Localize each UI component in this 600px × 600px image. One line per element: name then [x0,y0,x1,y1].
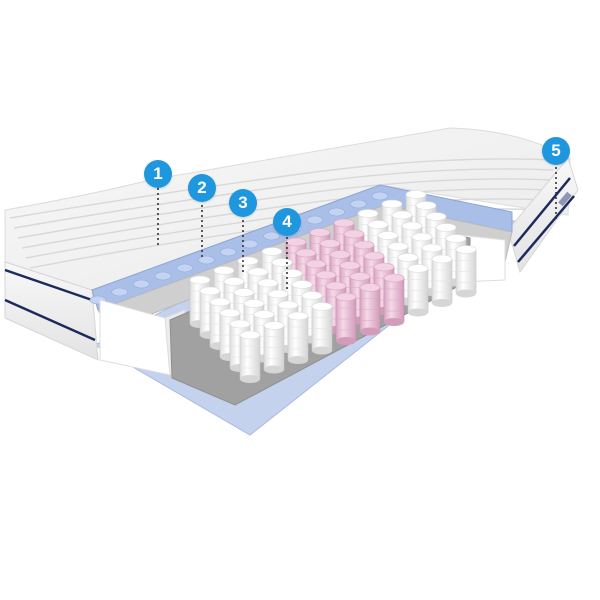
quilting-line [21,188,550,249]
foam-wave-bump [263,231,280,241]
right-border-stripe-lower [517,195,575,263]
cover-label-tag [558,191,572,207]
white-pocket-spring [239,330,261,383]
right-side-border [507,156,579,274]
layer-marker-5[interactable]: 5 [542,137,570,165]
layer-marker-4[interactable]: 4 [273,208,301,236]
quilting-line [9,158,556,219]
pink-pocket-spring [335,292,357,345]
white-pocket-spring [407,264,429,317]
quilting-line [17,178,552,239]
quilting-line [13,168,554,229]
layer-marker-2[interactable]: 2 [188,174,216,202]
foam-wave-bump [306,215,324,225]
foam-wave-bump [176,263,194,273]
left-border-stripe [4,268,93,302]
white-pocket-spring [287,311,309,364]
foam-wave-bump [154,271,172,281]
foam-wave-bump [198,255,215,265]
white-pocket-spring [431,254,453,307]
layer-marker-1[interactable]: 1 [144,160,172,188]
white-pocket-spring [263,321,285,374]
foam-wave-bump [241,239,259,249]
foam-wave-bump [328,207,345,217]
right-border-stripe [513,177,571,247]
foam-wave-bump [111,287,128,297]
foam-wave-bump [350,199,367,209]
pink-pocket-spring [383,273,405,326]
layer-marker-3[interactable]: 3 [229,189,257,217]
foam-wave-bump [133,279,150,289]
white-pocket-spring [311,302,333,355]
left-border-stripe-lower [4,298,96,342]
pink-pocket-spring [359,283,381,336]
foam-wave-bump [219,247,237,257]
foam-wave-bump [371,191,389,201]
white-pocket-spring [455,245,477,298]
left-side-border [4,261,99,361]
pocket-springs [189,190,477,383]
